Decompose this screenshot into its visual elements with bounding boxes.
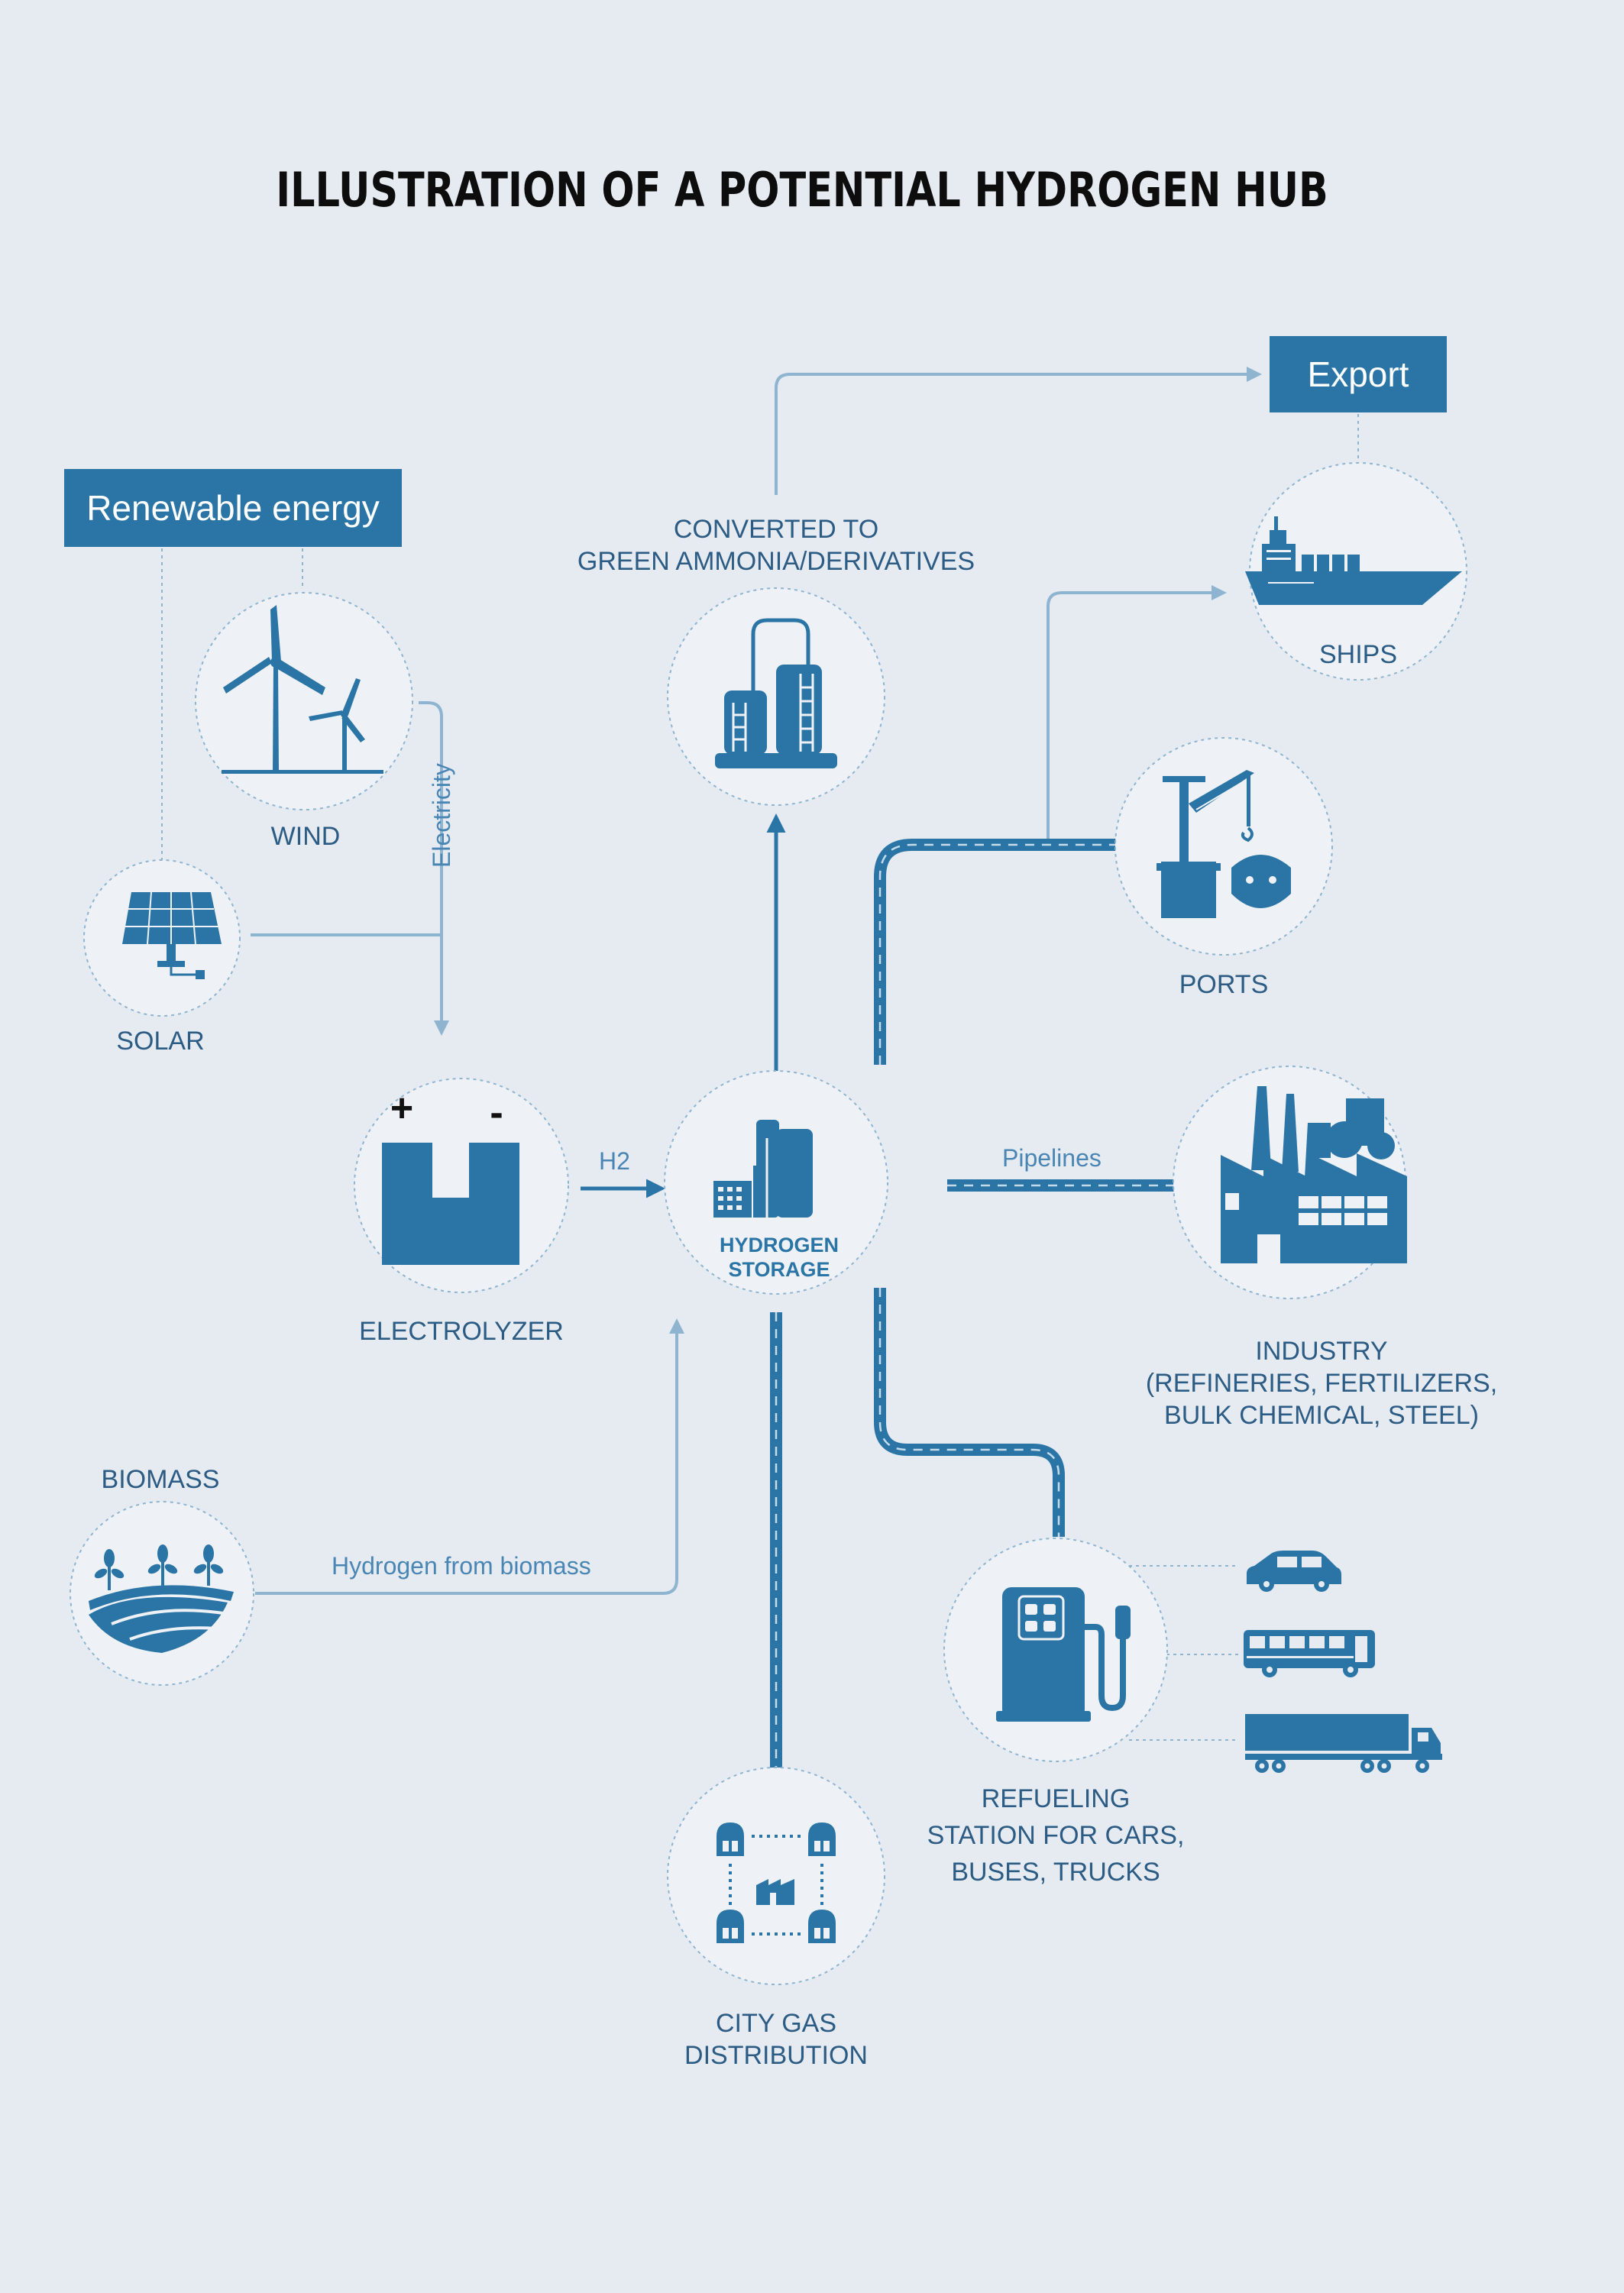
city-gas-icon: [717, 1822, 836, 1943]
city-gas-label-line2: DISTRIBUTION: [684, 2041, 868, 2070]
converted-label-line2: GREEN AMMONIA/DERIVATIVES: [577, 547, 975, 576]
electrolyzer-minus-sign: -: [490, 1091, 503, 1135]
factory-icon: [1221, 1086, 1407, 1263]
city-gas-label-line1: CITY GAS: [715, 2009, 837, 2038]
electrolyzer-label: ELECTROLYZER: [359, 1317, 564, 1346]
biomass-icon: [89, 1544, 234, 1653]
solar-label: SOLAR: [116, 1027, 205, 1056]
solar-panel-icon: [122, 891, 222, 979]
industry-label-line2: (REFINERIES, FERTILIZERS,: [1145, 1369, 1498, 1398]
refueling-label-line3: BUSES, TRUCKS: [951, 1858, 1160, 1887]
bus-icon: [1244, 1630, 1375, 1677]
dark-flow-lines: [581, 813, 786, 1198]
ammonia-plant-icon: [715, 618, 837, 768]
truck-icon: [1245, 1714, 1442, 1773]
electricity-flow-label: Electricity: [428, 763, 455, 868]
refueling-label-line2: STATION FOR CARS,: [927, 1821, 1185, 1850]
ships-label: SHIPS: [1318, 640, 1398, 669]
ports-label: PORTS: [1179, 970, 1269, 999]
fuel-pump-icon: [996, 1587, 1131, 1722]
port-crane-icon: [1157, 770, 1291, 918]
h2-flow-label: H2: [599, 1147, 630, 1175]
car-icon: [1247, 1551, 1341, 1592]
refueling-label-line1: REFUELING: [981, 1784, 1131, 1813]
hydrogen-storage-icon: [713, 1120, 813, 1218]
electrolyzer-plus-sign: +: [390, 1086, 413, 1130]
hydrogen-storage-label-line2: STORAGE: [728, 1258, 830, 1281]
renewable-energy-box: Renewable energy: [64, 469, 402, 547]
biomass-flow-label: Hydrogen from biomass: [332, 1552, 591, 1580]
industry-label-line1: INDUSTRY: [1255, 1337, 1388, 1366]
wind-turbine-icon: [222, 605, 383, 774]
wind-label: WIND: [270, 822, 341, 851]
ship-icon: [1245, 516, 1462, 605]
page-title: ILLUSTRATION OF A POTENTIAL HYDROGEN HUB: [276, 162, 1328, 218]
light-flow-lines: [251, 367, 1262, 1595]
electrolyzer-icon: + -: [382, 1086, 519, 1265]
biomass-label: BIOMASS: [101, 1465, 220, 1494]
pipelines-flow-label: Pipelines: [1002, 1144, 1102, 1172]
converted-label-line1: CONVERTED TO: [673, 515, 879, 544]
pipelines: [770, 839, 1178, 1771]
industry-label-line3: BULK CHEMICAL, STEEL): [1164, 1401, 1479, 1430]
export-box: Export: [1270, 336, 1447, 412]
hydrogen-storage-label-line1: HYDROGEN: [719, 1234, 839, 1256]
